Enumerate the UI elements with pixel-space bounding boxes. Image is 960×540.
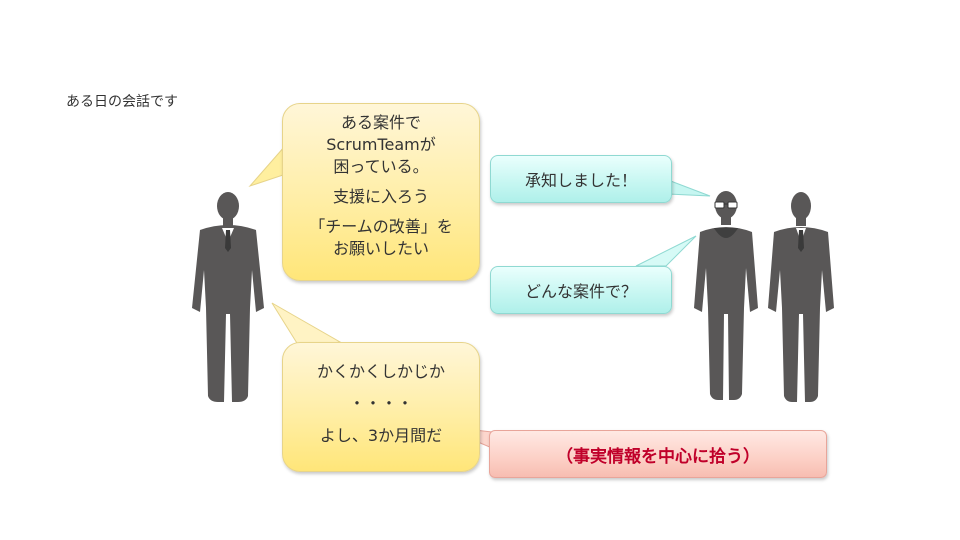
scene-caption: ある日の会話です	[66, 94, 178, 110]
fact-collection-note: （事実情報を中心に拾う）	[489, 430, 827, 478]
right-businessman-silhouette-icon	[768, 192, 834, 402]
bubble-line: お願いしたい	[332, 239, 429, 258]
bubble-line: よし、3か月間だ	[319, 426, 443, 445]
acknowledge-reply-bubble: 承知しました！	[490, 155, 672, 203]
reply-text: どんな案件で？	[524, 282, 637, 301]
bubble-line: ある案件で	[340, 113, 421, 132]
bubble-line: 「チームの改善」を	[309, 217, 453, 236]
glasses-businessman-silhouette-icon	[694, 191, 758, 400]
bubble-line: 支援に入ろう	[332, 187, 429, 206]
explanation-speech-bubble: かくかくしかじか ・・・・ よし、3か月間だ	[282, 342, 480, 472]
bubble-line: ・・・・	[348, 394, 413, 413]
bubble-line: ScrumTeamが	[326, 135, 436, 154]
request-speech-bubble: ある案件で ScrumTeamが 困っている。 支援に入ろう 「チームの改善」を…	[282, 103, 480, 281]
left-businessman-silhouette-icon	[192, 192, 264, 402]
bubble-line: 困っている。	[333, 157, 429, 176]
question-reply-bubble: どんな案件で？	[490, 266, 672, 314]
reply-text: 承知しました！	[524, 171, 637, 190]
bubble-line: かくかくしかじか	[316, 362, 445, 381]
note-text: （事実情報を中心に拾う）	[556, 446, 760, 467]
